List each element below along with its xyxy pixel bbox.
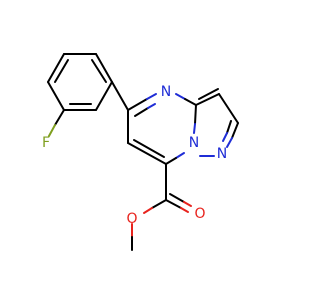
pyrazole-nitrogen-label: N: [217, 146, 227, 162]
c-f-bond-f-side: [48, 124, 56, 137]
carbonyl-oxygen-label: O: [194, 206, 205, 222]
biaryl-bond: [111, 81, 129, 111]
pyrazole-ring: [195, 88, 239, 157]
chemical-structure-diagram: F N N N O O: [42, 53, 239, 251]
fluorine-atom-label: F: [42, 135, 50, 151]
c-f-bond: [54, 109, 65, 126]
pyrimidine-nitrogen-label: N: [161, 84, 171, 100]
ester-oxygen-label: O: [126, 211, 137, 227]
bridgehead-nitrogen-label: N: [189, 135, 199, 151]
pyrimidine-ring: [127, 93, 197, 165]
methyl-ester-group: [131, 163, 192, 251]
fluorophenyl-ring: [47, 53, 113, 111]
